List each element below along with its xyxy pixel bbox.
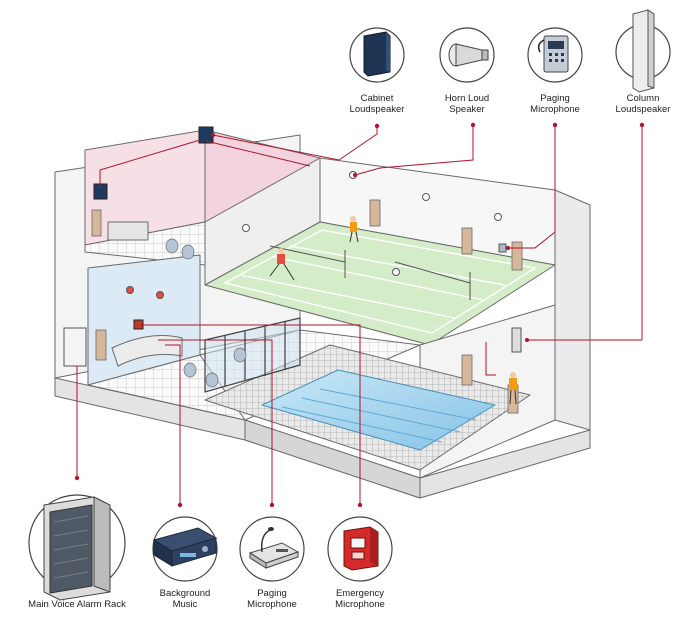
device-main-voice-alarm-rack [28,494,126,601]
connector-emergency [140,324,361,505]
reception-desk [107,221,183,367]
label-emergency-microphone: Emergency Microphone [320,588,400,610]
label-line: Horn Loud [444,93,490,104]
label-line: Cabinet [360,93,394,104]
background-music-player-icon [152,527,218,567]
paging-wall-microphone-icon [537,35,569,73]
connector-paging-desk [158,339,273,505]
desk-paging-microphone-icon [248,527,300,569]
chairs [165,238,247,388]
label-column-loudspeaker: Column Loudspeaker [603,93,683,115]
emergency-microphone-icon [343,526,379,571]
label-cabinet-loudspeaker: Cabinet Loudspeaker [337,93,417,115]
device-emergency-microphone [327,516,393,582]
connector-cabinet [212,126,378,161]
connector-paging-top [508,125,556,249]
device-column-loudspeaker [615,9,671,93]
label-line: Speaker [449,104,485,115]
device-cabinet-loudspeaker [349,27,405,83]
label-paging-microphone-desk: Paging Microphone [232,588,312,610]
label-main-voice-alarm-rack: Main Voice Alarm Rack [17,599,137,610]
pool-lanes [281,388,477,443]
label-line: Paging [257,588,287,599]
court-lines [223,229,537,334]
installed-speakers [63,126,522,367]
label-background-music: Background Music [145,588,225,610]
building [54,129,591,499]
connector-bgm [165,344,181,505]
device-horn-loudspeaker [439,27,495,83]
device-paging-microphone-top [527,27,583,83]
people [269,216,517,405]
label-line: Paging [540,93,570,104]
voice-alarm-rack-icon [43,496,111,601]
connector-column [527,125,643,341]
horn-loudspeaker-icon [448,43,489,67]
pool-base [244,419,421,499]
connector-lines [76,125,643,505]
device-paging-microphone-desk [239,516,305,582]
device-background-music [152,516,218,582]
label-line: Loudspeaker [615,104,671,115]
label-line: Music [172,599,198,610]
connector-horn [354,125,474,176]
label-line: Emergency [335,588,385,599]
label-line: Microphone [335,599,385,610]
label-line: Loudspeaker [349,104,405,115]
connector-dots [74,122,645,508]
label-horn-loudspeaker: Horn Loud Speaker [427,93,507,115]
label-line: Column [626,93,660,104]
label-line: Main Voice Alarm Rack [28,599,126,610]
label-line: Microphone [530,104,580,115]
label-line: Microphone [247,599,297,610]
exterior-right-wall [554,189,591,431]
cabinet-loudspeaker-icon [363,31,391,77]
column-loudspeaker-icon [632,9,655,93]
swimming-pool [261,369,496,451]
doors [91,199,523,414]
label-paging-microphone-top: Paging Microphone [515,93,595,115]
label-line: Background [159,588,211,599]
